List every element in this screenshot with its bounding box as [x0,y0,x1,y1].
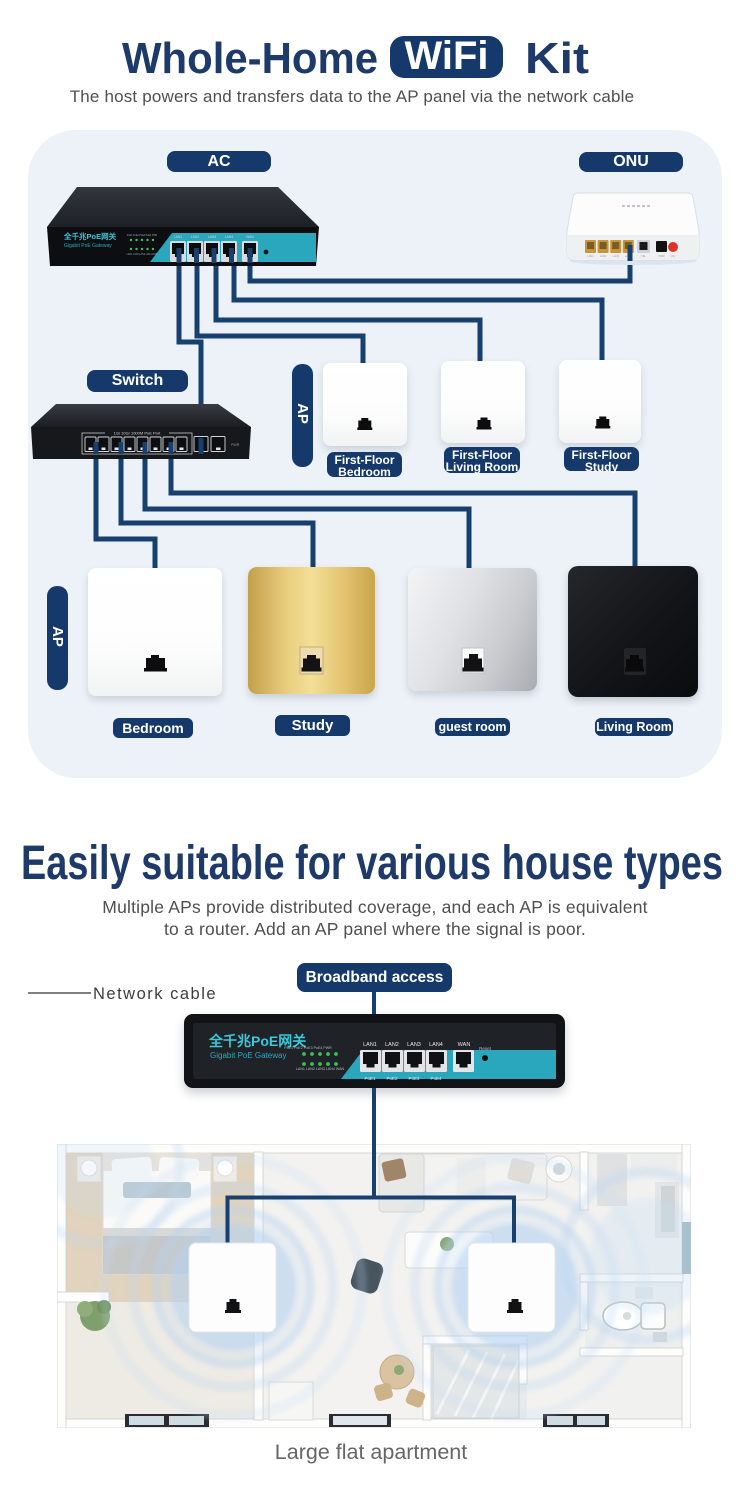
svg-text:LAN3: LAN3 [612,254,619,258]
svg-text:LAN1: LAN1 [174,235,183,239]
svg-text:PoE1 PoE2 PoE3 PoE4 PWR: PoE1 PoE2 PoE3 PoE4 PWR [127,235,158,237]
svg-text:WAN: WAN [458,1042,471,1048]
svg-text:全千兆PoE网关: 全千兆PoE网关 [63,231,117,241]
svg-text:LAN2: LAN2 [600,254,607,258]
svg-text:PoE4: PoE4 [430,1076,442,1081]
svg-text:WAN: WAN [246,235,254,239]
svg-text:LAN1 LAN2 LAN3 LAN4 WAN: LAN1 LAN2 LAN3 LAN4 WAN [127,253,158,256]
svg-text:Reset: Reset [479,1046,492,1051]
svg-text:ON: ON [671,254,675,258]
svg-text:PoE1: PoE1 [364,1076,376,1081]
svg-text:TEL: TEL [641,254,646,258]
svg-text:PWR: PWR [231,443,240,447]
svg-text:1G/ 10G/ 1000M PoE Port: 1G/ 10G/ 1000M PoE Port [114,431,162,436]
svg-text:PoE1 PoE2 PoE3 PoE4 PWR: PoE1 PoE2 PoE3 PoE4 PWR [284,1046,332,1050]
svg-text:PoE2: PoE2 [386,1076,398,1081]
svg-text:LAN4: LAN4 [225,235,234,239]
svg-text:全千兆PoE网关: 全千兆PoE网关 [208,1033,306,1049]
svg-text:LAN1: LAN1 [587,254,594,258]
svg-text:LAN3: LAN3 [208,235,217,239]
svg-text:Gigabit PoE Gateway: Gigabit PoE Gateway [64,243,112,249]
svg-text:Gigabit PoE Gateway: Gigabit PoE Gateway [210,1051,286,1060]
svg-text:PoE3: PoE3 [408,1076,420,1081]
svg-text:LAN3: LAN3 [407,1042,421,1048]
svg-text:LAN4: LAN4 [429,1042,443,1048]
svg-text:LAN2: LAN2 [191,235,200,239]
svg-text:PWR: PWR [658,254,664,258]
svg-text:LAN1: LAN1 [363,1042,377,1048]
svg-text:LAN1 LAN2 LAN3 LAN4 WAN: LAN1 LAN2 LAN3 LAN4 WAN [296,1067,345,1071]
svg-text:LAN2: LAN2 [385,1042,399,1048]
